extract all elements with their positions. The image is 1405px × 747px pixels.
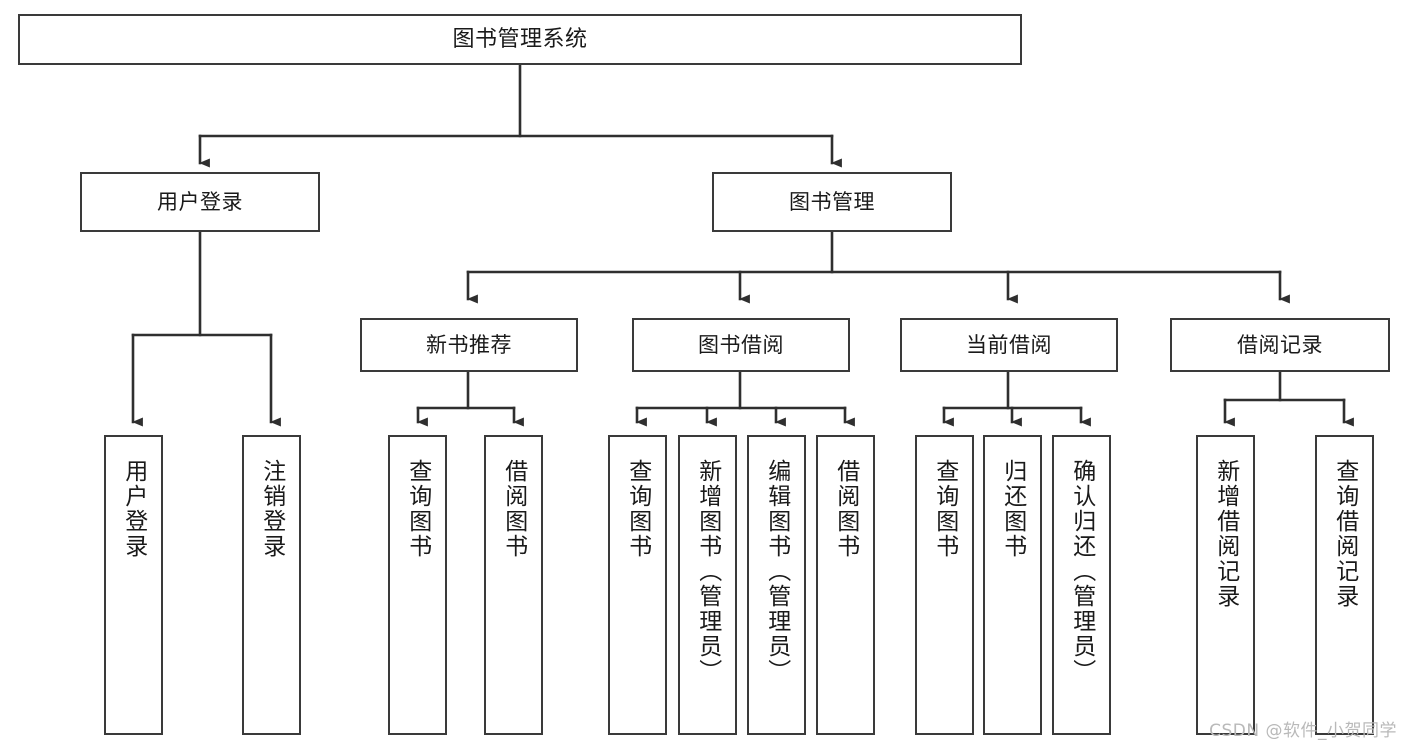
node-leaf-add-record-label: 新增借阅记录: [1212, 459, 1239, 609]
node-new-book-recommend-label: 新书推荐: [426, 332, 512, 357]
node-leaf-add-book[interactable]: 新增图书（管理员）: [678, 435, 737, 735]
node-leaf-query-book-2-label: 查询图书: [624, 459, 651, 559]
node-leaf-borrow-book-1-label: 借阅图书: [500, 459, 527, 559]
node-book-borrow[interactable]: 图书借阅: [632, 318, 850, 372]
node-leaf-query-book-3-label: 查询图书: [931, 459, 958, 559]
node-borrow-record-label: 借阅记录: [1237, 332, 1323, 357]
node-leaf-add-book-label: 新增图书（管理员）: [694, 459, 721, 684]
node-borrow-record[interactable]: 借阅记录: [1170, 318, 1390, 372]
node-leaf-query-book-2[interactable]: 查询图书: [608, 435, 667, 735]
node-leaf-query-book-3[interactable]: 查询图书: [915, 435, 974, 735]
node-leaf-borrow-book-1[interactable]: 借阅图书: [484, 435, 543, 735]
node-leaf-user-login[interactable]: 用户登录: [104, 435, 163, 735]
node-leaf-user-login-label: 用户登录: [120, 459, 147, 559]
node-new-book-recommend[interactable]: 新书推荐: [360, 318, 578, 372]
node-current-borrow-label: 当前借阅: [966, 332, 1052, 357]
node-root[interactable]: 图书管理系统: [18, 14, 1022, 65]
node-leaf-confirm-return-label: 确认归还（管理员）: [1068, 459, 1095, 684]
node-leaf-confirm-return[interactable]: 确认归还（管理员）: [1052, 435, 1111, 735]
node-leaf-edit-book[interactable]: 编辑图书（管理员）: [747, 435, 806, 735]
node-book-manage[interactable]: 图书管理: [712, 172, 952, 232]
node-leaf-query-record[interactable]: 查询借阅记录: [1315, 435, 1374, 735]
node-root-label: 图书管理系统: [452, 26, 588, 52]
node-leaf-return-book[interactable]: 归还图书: [983, 435, 1042, 735]
node-book-manage-label: 图书管理: [789, 189, 875, 214]
node-leaf-add-record[interactable]: 新增借阅记录: [1196, 435, 1255, 735]
node-leaf-query-record-label: 查询借阅记录: [1331, 459, 1358, 609]
node-leaf-query-book-1-label: 查询图书: [404, 459, 431, 559]
node-user-login[interactable]: 用户登录: [80, 172, 320, 232]
node-leaf-query-book-1[interactable]: 查询图书: [388, 435, 447, 735]
node-current-borrow[interactable]: 当前借阅: [900, 318, 1118, 372]
node-user-login-label: 用户登录: [157, 189, 243, 214]
node-leaf-logout-login-label: 注销登录: [258, 459, 285, 559]
watermark-text: CSDN @软件_小贺同学: [1209, 721, 1397, 741]
node-leaf-return-book-label: 归还图书: [999, 459, 1026, 559]
node-leaf-edit-book-label: 编辑图书（管理员）: [763, 459, 790, 684]
node-leaf-borrow-book-2[interactable]: 借阅图书: [816, 435, 875, 735]
node-leaf-logout-login[interactable]: 注销登录: [242, 435, 301, 735]
node-book-borrow-label: 图书借阅: [698, 332, 784, 357]
node-leaf-borrow-book-2-label: 借阅图书: [832, 459, 859, 559]
